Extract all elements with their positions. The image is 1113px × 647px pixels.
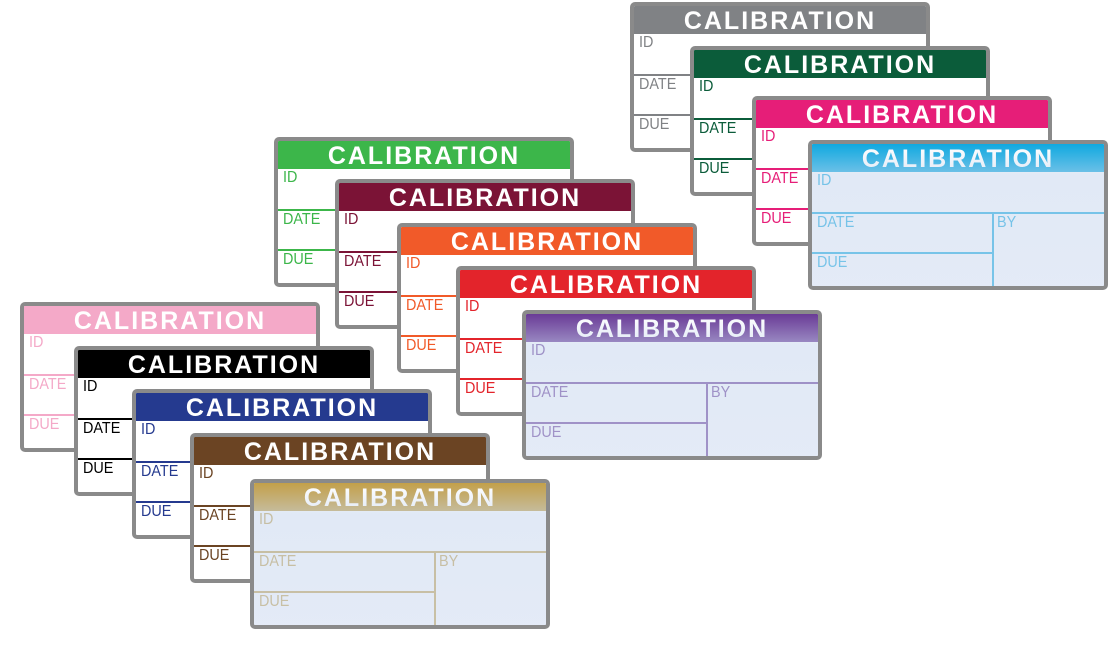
field-label-date: DATE [83,420,121,437]
field-label-due: DUE [639,116,670,133]
field-label-due: DUE [83,460,114,477]
divider-line [526,422,706,424]
field-label-date: DATE [406,297,444,314]
field-label-date: DATE [199,507,237,524]
field-label-id: ID [344,211,359,228]
field-label-due: DUE [465,380,496,397]
divider-line [992,212,994,286]
label-header: CALIBRATION [526,314,818,343]
field-label-due: DUE [817,254,848,271]
field-label-id: ID [199,465,214,482]
label-header: CALIBRATION [136,393,428,422]
label-header: CALIBRATION [78,350,370,379]
field-label-date: DATE [283,211,321,228]
divider-line [254,551,546,553]
label-header: CALIBRATION [460,270,752,299]
field-label-date: DATE [761,170,799,187]
label-header: CALIBRATION [694,50,986,79]
field-label-date: DATE [465,340,503,357]
field-label-date: DATE [141,463,179,480]
field-label-due: DUE [761,210,792,227]
field-label-id: ID [761,128,776,145]
divider-line [812,252,992,254]
label-header: CALIBRATION [278,141,570,170]
field-label-by: BY [711,384,731,401]
field-label-date: DATE [259,553,297,570]
field-label-by: BY [439,553,459,570]
field-label-due: DUE [29,416,60,433]
field-label-due: DUE [531,424,562,441]
field-label-due: DUE [141,503,172,520]
field-label-due: DUE [259,593,290,610]
field-label-date: DATE [531,384,569,401]
label-header: CALIBRATION [24,306,316,335]
field-label-due: DUE [406,337,437,354]
label-header: CALIBRATION [756,100,1048,129]
divider-line [526,382,818,384]
field-label-id: ID [259,511,274,528]
field-label-id: ID [283,169,298,186]
field-label-id: ID [29,334,44,351]
label-header: CALIBRATION [812,144,1104,173]
label-header: CALIBRATION [401,227,693,256]
field-label-due: DUE [344,293,375,310]
field-label-id: ID [639,34,654,51]
field-label-date: DATE [817,214,855,231]
field-label-by: BY [997,214,1017,231]
field-label-id: ID [699,78,714,95]
field-label-id: ID [83,378,98,395]
label-header: CALIBRATION [339,183,631,212]
divider-line [434,551,436,625]
field-label-due: DUE [199,547,230,564]
label-header: CALIBRATION [634,6,926,35]
divider-line [254,591,434,593]
field-label-id: ID [817,172,832,189]
field-label-date: DATE [344,253,382,270]
field-label-date: DATE [29,376,67,393]
divider-line [812,212,1104,214]
label-header: CALIBRATION [254,483,546,512]
field-label-date: DATE [639,76,677,93]
label-header: CALIBRATION [194,437,486,466]
field-label-id: ID [141,421,156,438]
field-label-date: DATE [699,120,737,137]
field-label-id: ID [406,255,421,272]
field-label-id: ID [531,342,546,359]
field-label-due: DUE [283,251,314,268]
field-label-due: DUE [699,160,730,177]
field-label-id: ID [465,298,480,315]
divider-line [706,382,708,456]
